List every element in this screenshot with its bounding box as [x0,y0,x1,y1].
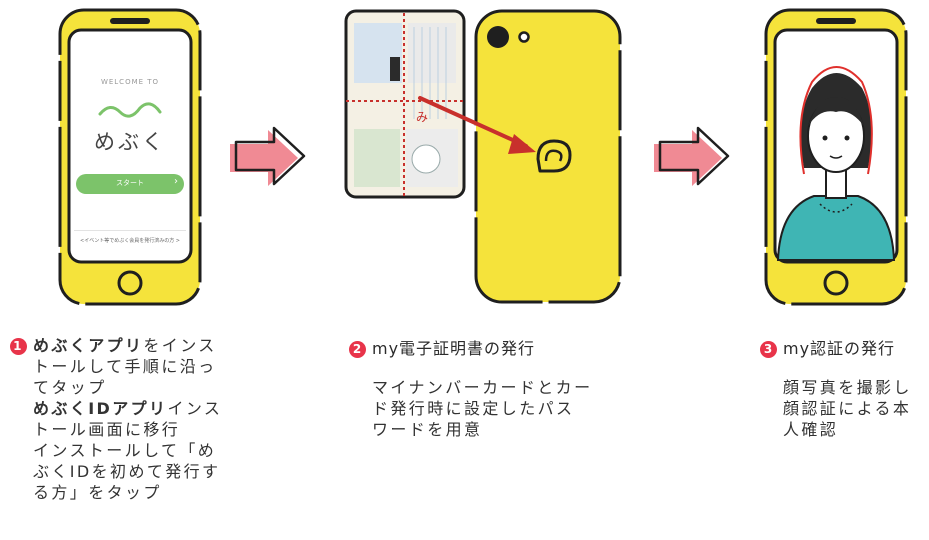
phone-3 [764,8,908,306]
step-3-text: 顔写真を撮影し 顔認証による本 人確認 [783,378,912,439]
divider [74,230,186,231]
nfc-icon [536,139,572,173]
start-button-label: スタート [116,179,144,187]
step-2-text: マイナンバーカードとカー ド発行時に設定したパス ワードを用意 [372,378,593,439]
step-2-number: 2 [349,341,366,358]
existing-member-link[interactable]: <イベント等でめぶく会員を発行済みの方 > [80,238,180,244]
app-name: めぶく [94,130,166,154]
chevron-right-icon: › [174,176,178,187]
phone-1-body [58,8,202,306]
tap-arrow-icon [418,96,536,154]
phone-1: WELCOME TO めぶく スタート › <イベント等でめぶく会員を発行済みの… [58,8,202,306]
my-number-card: み [344,9,466,199]
start-button[interactable]: スタート › [76,174,184,194]
step-1-number: 1 [10,338,27,355]
next-arrow-icon [230,126,306,186]
svg-text:み: み [416,110,428,124]
welcome-text: WELCOME TO [100,78,160,86]
mebuku-logo-icon [98,102,162,118]
phone-2-back [474,9,622,304]
next-arrow-icon [654,126,730,186]
step-3-number: 3 [760,341,777,358]
